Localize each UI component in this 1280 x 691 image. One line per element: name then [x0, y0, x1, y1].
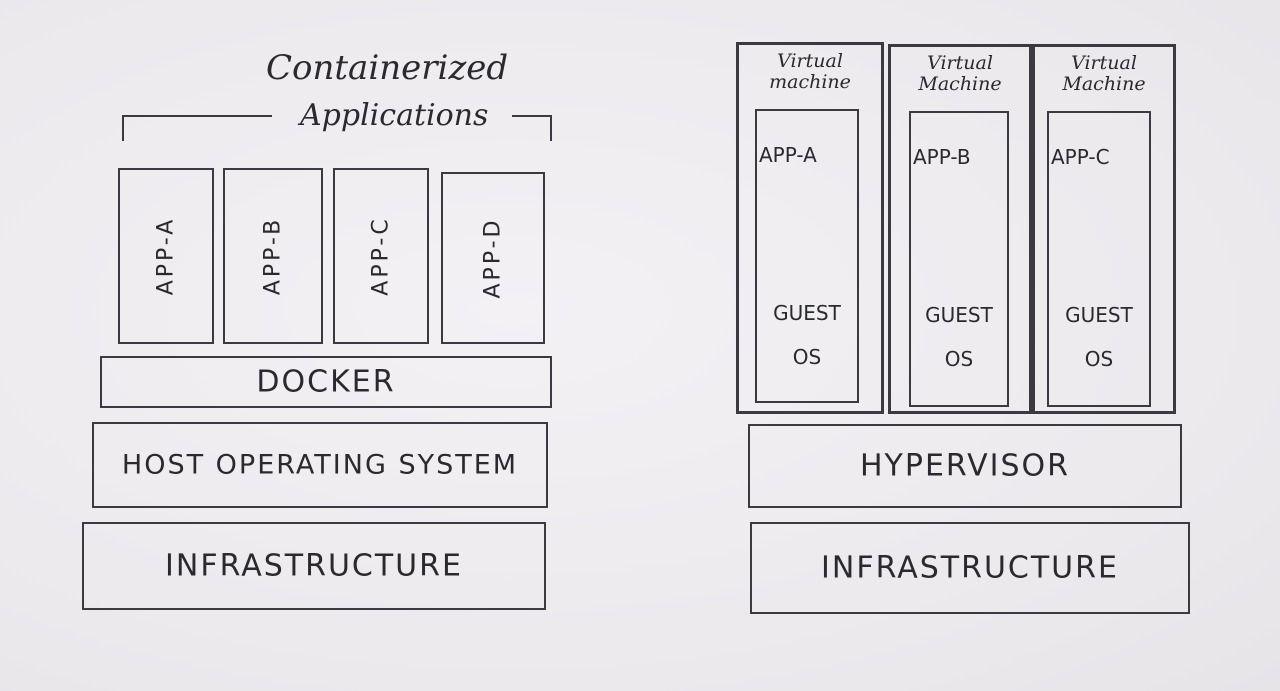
vm-infrastructure-label: INFRASTRUCTURE: [821, 550, 1119, 586]
vm-guest-word: GUEST: [1065, 303, 1133, 327]
container-app-label: APP-C: [368, 216, 394, 296]
vm-os-word: OS: [792, 345, 822, 369]
docker-label: DOCKER: [256, 364, 396, 400]
vm-guest-os-label: GUEST OS: [757, 291, 857, 379]
vm-guest-os-label: GUEST OS: [911, 293, 1007, 381]
containerized-title-line2: Applications: [300, 98, 489, 133]
apps-bracket-left-tick: [122, 115, 124, 141]
docker-layer: DOCKER: [100, 356, 552, 408]
vm-2: Virtual Machine APP-B GUEST OS: [888, 44, 1032, 414]
vm-guest-os-label: GUEST OS: [1049, 293, 1149, 381]
container-app-label: APP-B: [260, 216, 286, 296]
container-app-d: APP-D: [441, 172, 545, 344]
hypervisor-label: HYPERVISOR: [859, 448, 1070, 484]
host-os-layer: HOST OPERATING SYSTEM: [92, 422, 548, 508]
vm-app-label: APP-A: [759, 143, 817, 167]
hypervisor-layer: HYPERVISOR: [748, 424, 1182, 508]
container-app-label: APP-D: [480, 217, 506, 299]
vm-inner-box: APP-B GUEST OS: [909, 111, 1009, 407]
apps-bracket-right-tick: [550, 115, 552, 141]
vm-app-label: APP-B: [913, 145, 971, 169]
vm-guest-word: GUEST: [925, 303, 993, 327]
host-os-label: HOST OPERATING SYSTEM: [121, 449, 519, 481]
container-app-b: APP-B: [223, 168, 323, 344]
vm-3: Virtual Machine APP-C GUEST OS: [1032, 44, 1176, 414]
vm-1: Virtual machine APP-A GUEST OS: [736, 42, 884, 414]
vm-inner-box: APP-C GUEST OS: [1047, 111, 1151, 407]
container-infrastructure-label: INFRASTRUCTURE: [165, 548, 463, 584]
container-app-label: APP-A: [153, 216, 179, 296]
vm-os-word: OS: [944, 347, 974, 371]
container-infrastructure-layer: INFRASTRUCTURE: [82, 522, 546, 610]
vm-infrastructure-layer: INFRASTRUCTURE: [750, 522, 1190, 614]
vm-os-word: OS: [1084, 347, 1114, 371]
vm-inner-box: APP-A GUEST OS: [755, 109, 859, 403]
vm-title: Virtual Machine: [918, 52, 1002, 95]
apps-bracket-left: [122, 115, 272, 117]
vm-guest-word: GUEST: [773, 301, 841, 325]
vm-app-label: APP-C: [1051, 145, 1110, 169]
vm-title: Virtual Machine: [1062, 52, 1146, 95]
containerized-title-line1: Containerized: [266, 48, 509, 88]
vm-title: Virtual machine: [769, 50, 851, 93]
apps-bracket-right: [512, 115, 552, 117]
container-app-a: APP-A: [118, 168, 214, 344]
container-app-c: APP-C: [333, 168, 429, 344]
